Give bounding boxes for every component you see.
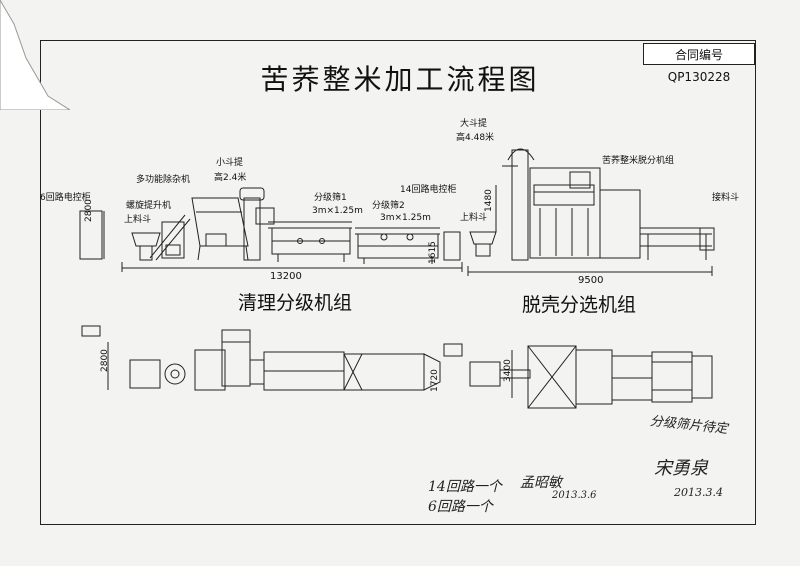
label-small-elevator-height: 高2.4米 (214, 173, 247, 183)
label-feed-hopper-right: 上料斗 (460, 213, 488, 223)
drawing-frame (40, 40, 756, 525)
control-cabinet-14-shape (443, 231, 461, 261)
handwritten-signature-2: 孟昭敏 (520, 475, 562, 491)
dim-1615: 1615 (428, 241, 438, 264)
plan-feed-hopper-right (469, 361, 501, 387)
label-receive-hopper: 接料斗 (712, 193, 740, 203)
handwritten-line-6: 6回路一个 (428, 499, 493, 515)
plan-receive-hopper (691, 355, 713, 399)
plan-control-box (81, 325, 101, 337)
label-grader1-size: 3m×1.25m (312, 206, 363, 216)
label-grader2-size: 3m×1.25m (380, 213, 431, 223)
label-control-cabinet-6: 6回路电控柜 (40, 193, 91, 203)
big-elevator-shape (511, 149, 529, 261)
control-cabinet-6-shape (79, 210, 103, 260)
label-feed-hopper-left: 上料斗 (124, 215, 152, 225)
handwritten-line-14: 14回路一个 (428, 479, 502, 495)
dim-2800-height: 2800 (84, 199, 94, 222)
receive-hopper-shape (699, 227, 715, 251)
label-grader2: 分级筛2 (372, 201, 405, 211)
feed-hopper-right-shape (469, 231, 497, 245)
dim-2800-width: 2800 (100, 349, 110, 372)
contract-number: 合同编号QP130228 (643, 43, 755, 84)
dim-1480: 1480 (484, 189, 494, 212)
handwritten-date-2: 2013.3.6 (552, 490, 597, 501)
handwritten-signature: 宋勇泉 (654, 458, 708, 479)
dim-3400: 3400 (503, 359, 513, 382)
label-destoner: 多功能除杂机 (136, 175, 191, 185)
destoner-shape (191, 197, 249, 247)
plan-feed-hopper (129, 359, 161, 389)
handwritten-date: 2013.3.4 (674, 486, 723, 499)
label-screw-elevator: 螺旋提升机 (126, 201, 172, 211)
dim-9500: 9500 (578, 275, 604, 286)
small-elevator-shape (243, 197, 261, 261)
label-grader1: 分级筛1 (314, 193, 347, 203)
dim-1720: 1720 (430, 369, 440, 392)
torn-corner (0, 0, 70, 110)
screw-elevator-shape (161, 221, 185, 259)
section-title-hulling: 脱壳分选机组 (522, 294, 637, 316)
label-huller: 苦荞整米脱分机组 (602, 156, 675, 166)
label-big-elevator-height: 高4.48米 (456, 133, 495, 143)
plan-destoner (221, 329, 251, 387)
label-control-cabinet-14: 14回路电控柜 (400, 185, 457, 195)
plan-grader2 (343, 353, 425, 391)
label-small-elevator: 小斗提 (216, 158, 244, 168)
page-title: 苦荞整米加工流程图 (260, 63, 540, 96)
dim-13200: 13200 (270, 271, 302, 282)
label-big-elevator: 大斗提 (460, 119, 488, 129)
feed-hopper-left-shape (131, 232, 161, 247)
section-title-cleaning: 清理分级机组 (238, 292, 353, 314)
